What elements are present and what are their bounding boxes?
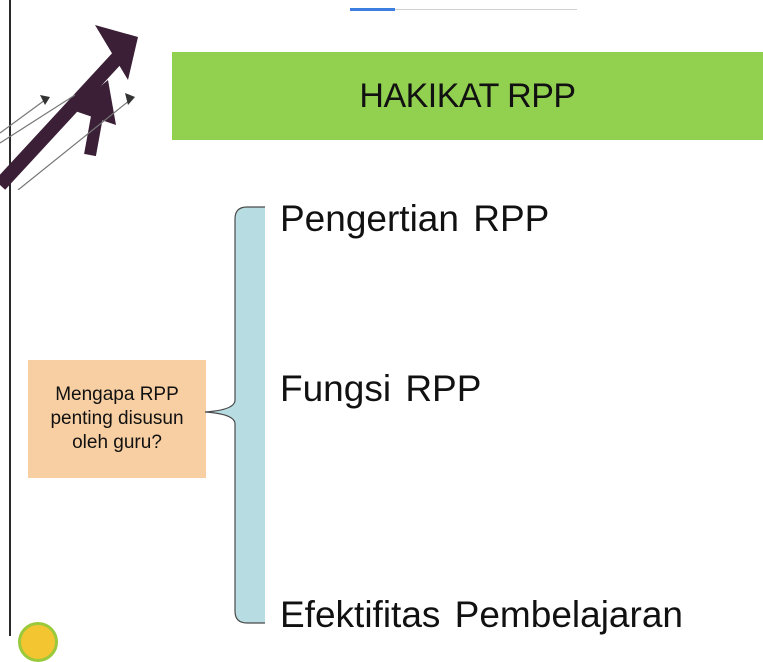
question-box: Mengapa RPP penting disusun oleh guru? <box>28 360 206 478</box>
circle-logo <box>18 622 58 662</box>
top-divider-line <box>395 9 577 10</box>
item-fungsi: Fungsi RPP <box>280 368 482 409</box>
question-text: Mengapa RPP penting disusun oleh guru? <box>50 384 184 453</box>
item-efektifitas: Efektifitas Pembelajaran <box>280 594 683 635</box>
title-banner: HAKIKAT RPP <box>172 52 763 140</box>
slide-left-border <box>9 0 11 636</box>
item-pengertian: Pengertian RPP <box>280 198 550 239</box>
rising-arrows-icon <box>0 25 138 190</box>
slide-title: HAKIKAT RPP <box>359 76 576 115</box>
curly-brace <box>205 206 265 624</box>
top-accent-line <box>350 8 395 11</box>
